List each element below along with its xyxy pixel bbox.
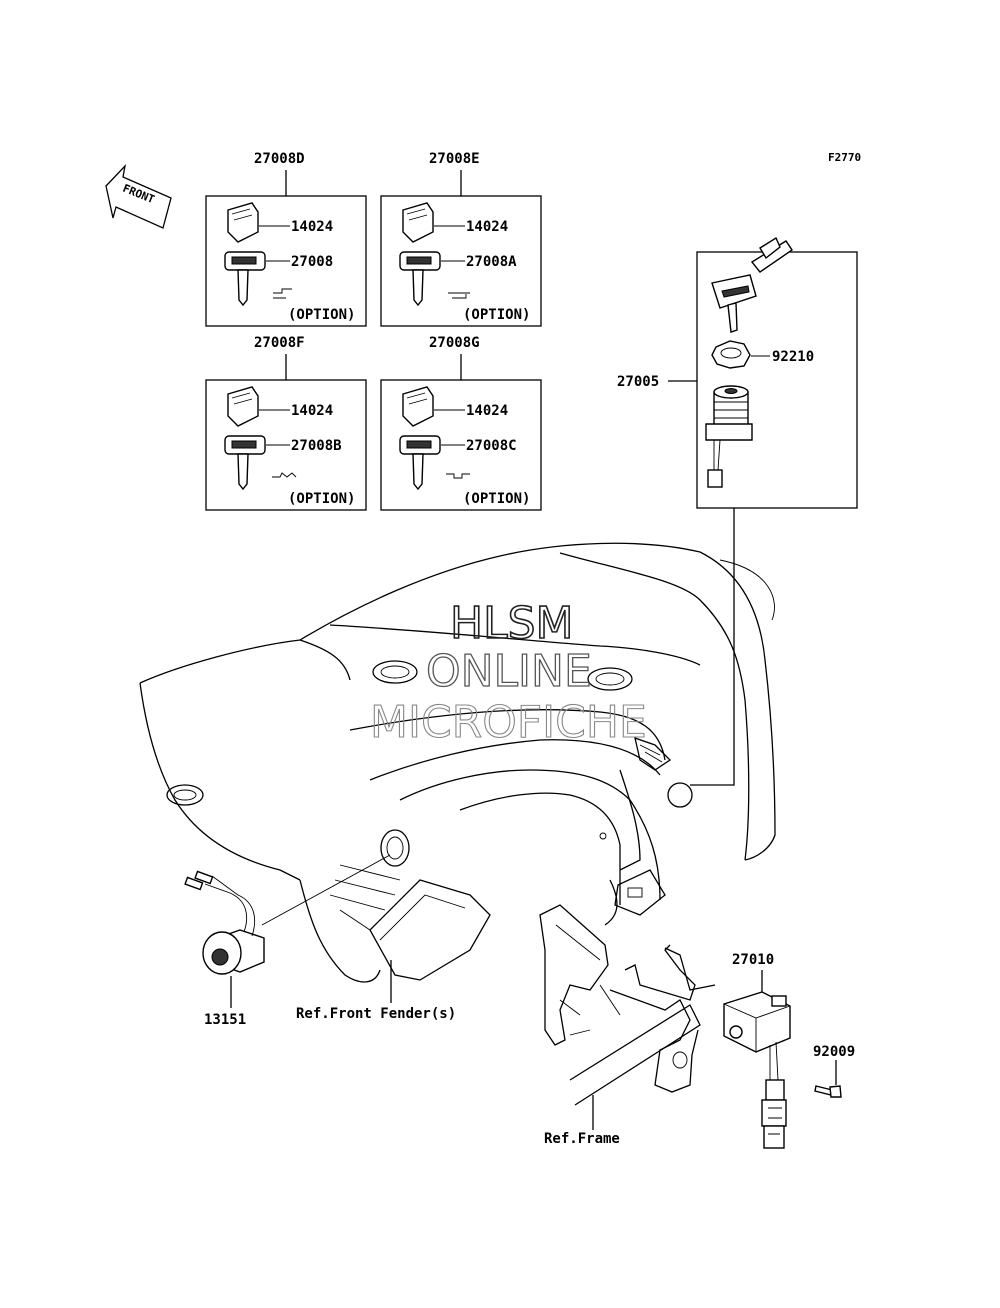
key-set-27008d: 27008D 14024 27008 (OPTION) [205,151,367,327]
key-part-number: 27008C [466,438,517,454]
watermark-line2: ONLINE [426,646,592,697]
frame-section: Ref.Frame [539,904,716,1147]
key-part-number: 27008 [291,254,333,270]
watermark: HLSM ONLINE MICROFICHE [369,597,647,748]
push-button-switch: 13151 [184,854,391,1028]
button-mount-hole [380,829,410,867]
button-part-number: 13151 [204,1012,246,1028]
option-label: (OPTION) [288,307,355,323]
dash-mount-hole [587,667,633,691]
dash-mount-hole [166,784,204,806]
ignition-key-icon [711,236,793,333]
key-cap-icon [402,202,434,243]
front-fender-body [139,542,776,983]
key-set-27008e: 27008E 14024 27008A (OPTION) [380,151,542,327]
key-set-label: 27008F [254,335,305,351]
screw-icon: 92009 [813,1044,855,1098]
option-label: (OPTION) [463,307,530,323]
dash-mount-hole [372,660,418,684]
option-label: (OPTION) [288,491,355,507]
switch-mount-hole [667,782,693,808]
relay-part-number: 27010 [732,952,774,968]
key-cap-icon [227,386,259,427]
switch-body-icon [705,385,753,488]
key-part-number: 27008A [466,254,517,270]
key-set-27008g: 27008G 14024 27008C (OPTION) [380,335,542,511]
switch-assembly-number: 27005 [617,374,659,390]
switch-nut-icon: 92210 [711,340,814,369]
figure-code: F2770 [828,151,861,164]
key-set-27008f: 27008F 14024 27008B (OPTION) [205,335,367,511]
cap-part-number: 14024 [466,219,508,235]
watermark-line3: MICROFICHE [370,697,647,748]
key-part-number: 27008B [291,438,342,454]
relay-unit: 27010 [723,952,791,1149]
key-set-label: 27008D [254,151,305,167]
watermark-line1: HLSM [450,598,574,649]
cap-part-number: 14024 [466,403,508,419]
key-icon [399,251,441,307]
ref-front-fender-label: Ref.Front Fender(s) [296,1006,456,1022]
front-arrow-icon: FRONT [105,163,172,229]
screw-part-number: 92009 [813,1044,855,1060]
key-cap-icon [227,202,259,243]
option-label: (OPTION) [463,491,530,507]
key-cap-icon [402,386,434,427]
front-arrow-label: FRONT [121,182,157,207]
switch-nut-number: 92210 [772,349,814,365]
cap-part-number: 14024 [291,403,333,419]
key-set-label: 27008E [429,151,480,167]
key-icon [224,435,266,491]
cap-part-number: 14024 [291,219,333,235]
ignition-switch-assembly: 27005 92210 [617,236,858,509]
key-set-label: 27008G [429,335,480,351]
ref-frame-label: Ref.Frame [544,1131,620,1147]
key-icon [399,435,441,491]
key-icon [224,251,266,307]
